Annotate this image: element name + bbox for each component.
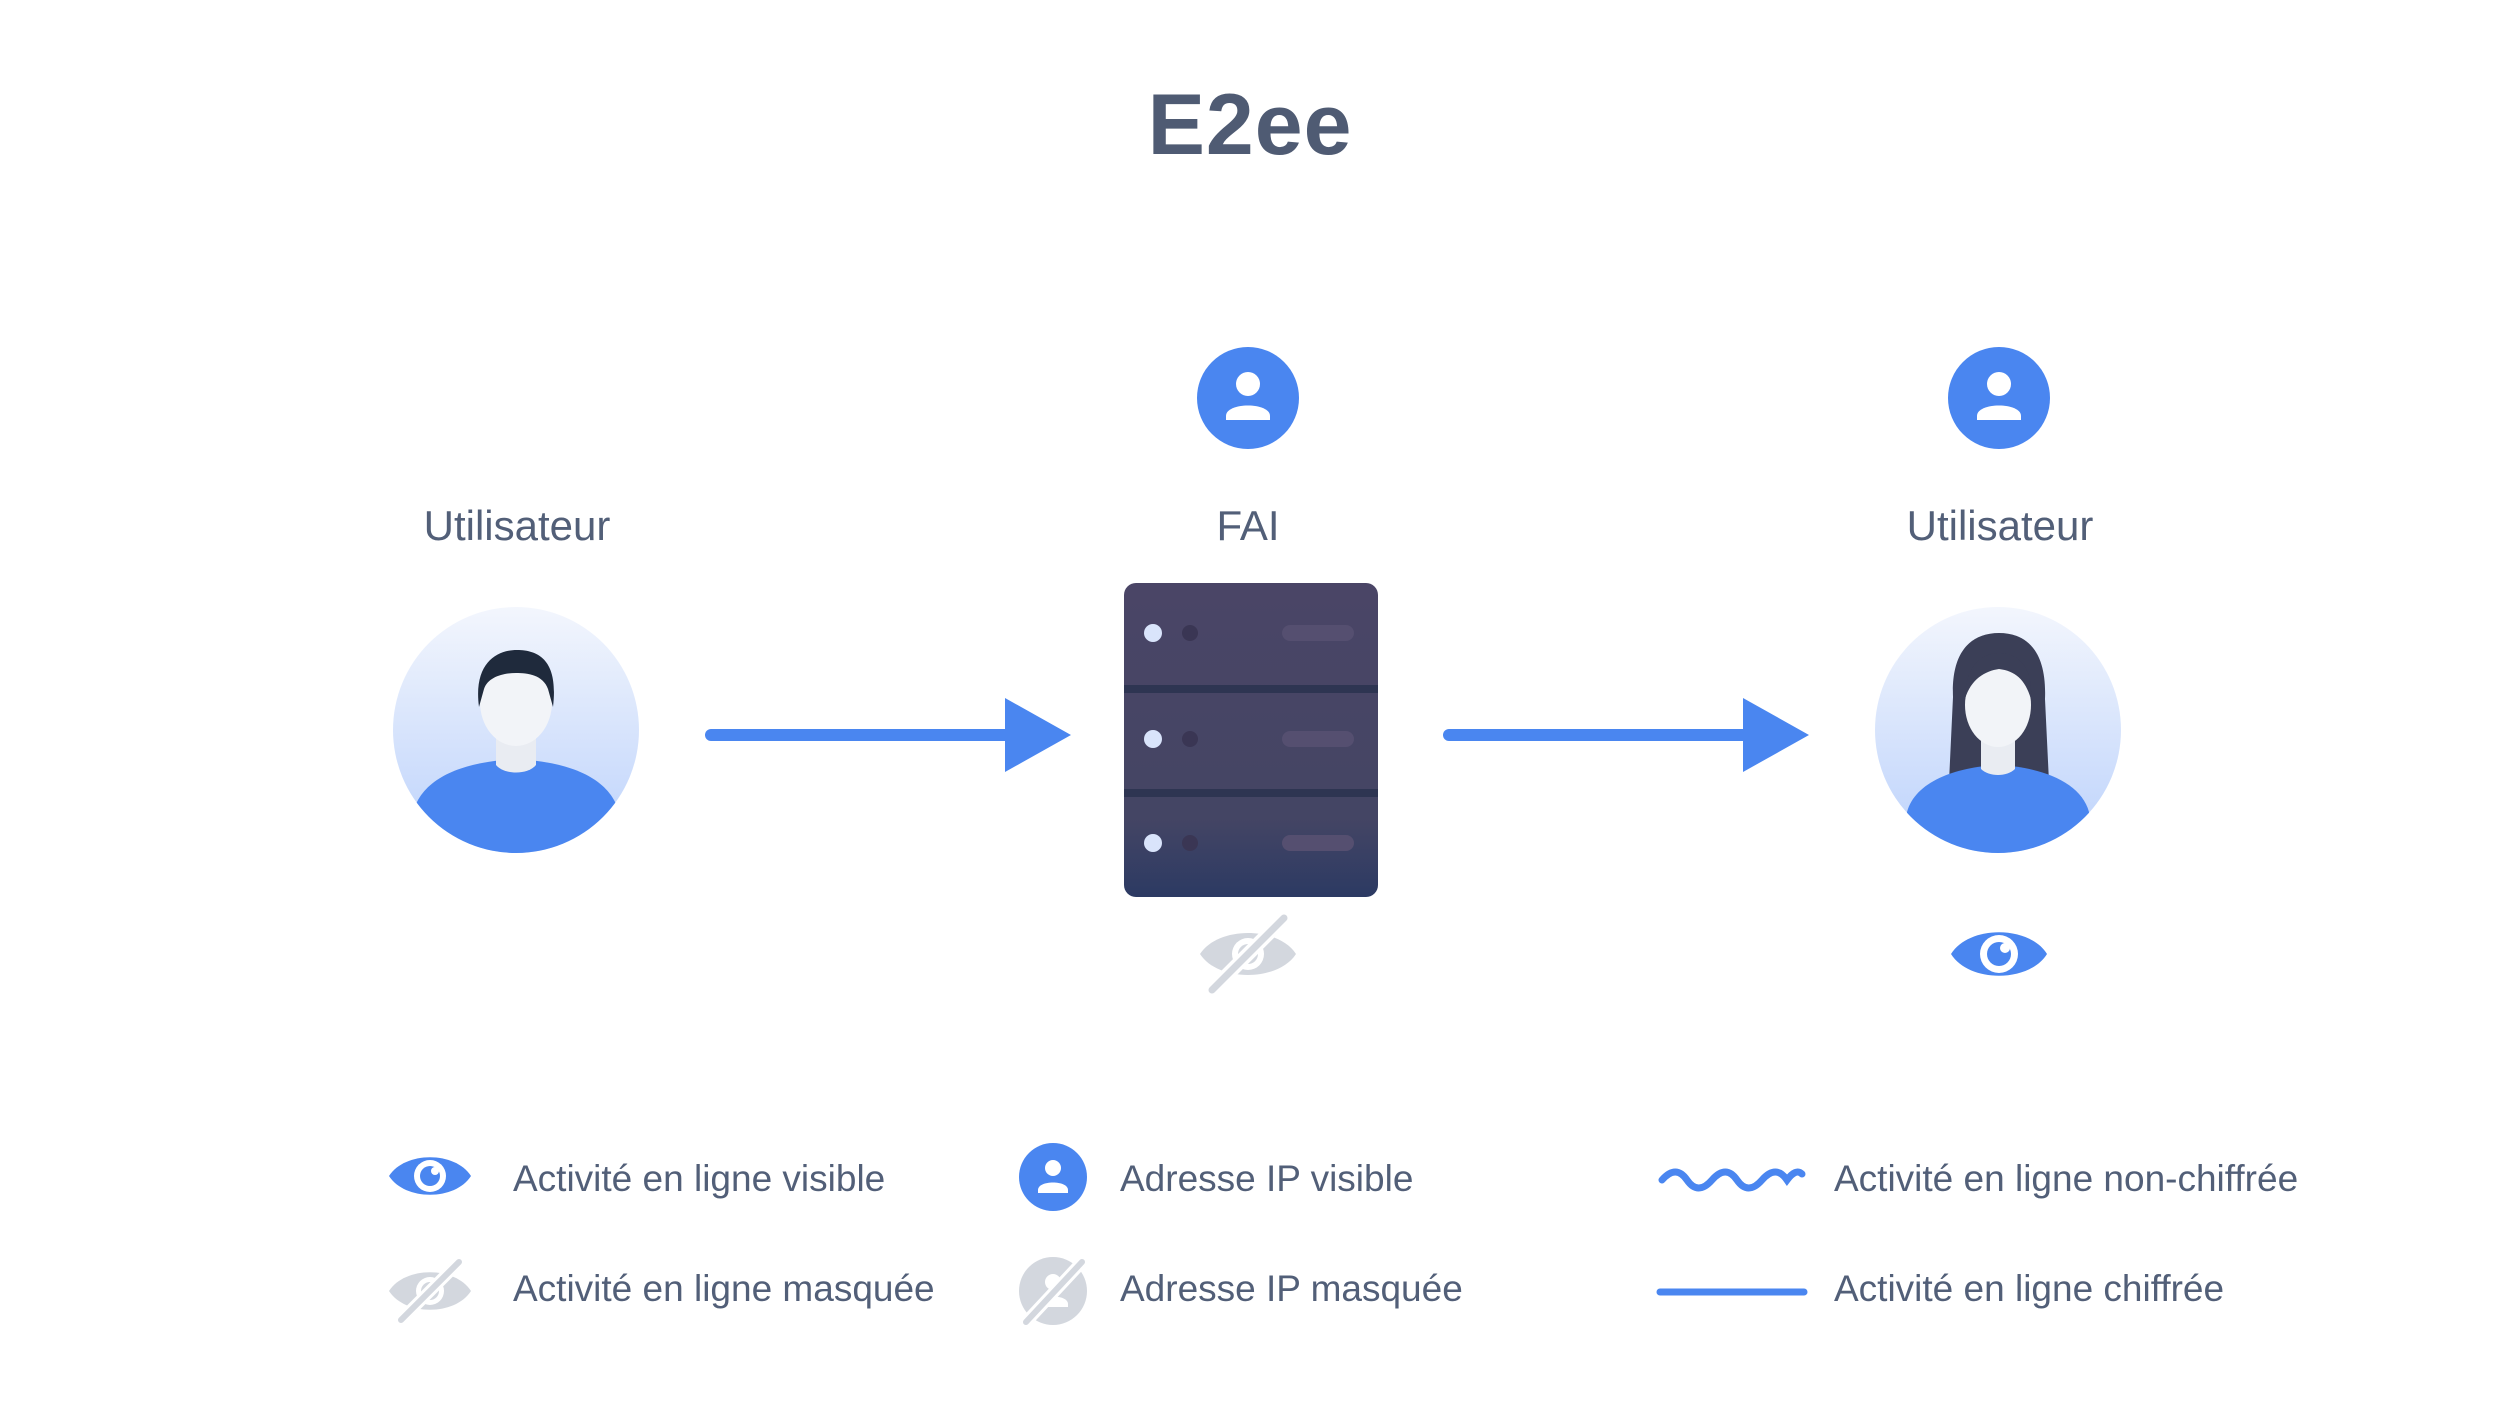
diagram-title: E2ee: [1147, 77, 1353, 173]
isp-label: FAI: [1216, 502, 1280, 549]
legend-ip-visible: Adresse IP visible: [1120, 1158, 1414, 1199]
right-user-label: Utilisateur: [1906, 502, 2094, 549]
arrow-user-to-isp: [705, 698, 1071, 772]
right-user-avatar: [1875, 607, 2121, 853]
right-user-activity-visible-icon: [1951, 932, 2047, 976]
isp-ip-visible-icon: [1197, 347, 1299, 449]
legend-ip-masked-icon: [1019, 1256, 1088, 1328]
legend-encrypted: Activité en ligne chiffrée: [1834, 1268, 2225, 1309]
legend-wavy-line-icon: [1658, 1168, 1806, 1192]
legend-ip-masked: Adresse IP masquée: [1120, 1268, 1463, 1309]
legend-eye-icon: [389, 1157, 471, 1195]
legend-ip-visible-icon: [1019, 1143, 1087, 1211]
right-user-ip-visible-icon: [1948, 347, 2050, 449]
legend-activity-masked: Activité en ligne masquée: [513, 1268, 935, 1309]
isp-activity-masked-icon: [1200, 912, 1296, 996]
left-user-avatar: [393, 607, 639, 853]
left-user-label: Utilisateur: [423, 502, 611, 549]
isp-server-icon: [1124, 583, 1378, 897]
legend-activity-visible: Activité en ligne visible: [513, 1158, 886, 1199]
legend-solid-line-icon: [1656, 1288, 1808, 1296]
legend-unencrypted: Activité en ligne non-chiffrée: [1834, 1158, 2299, 1199]
arrow-isp-to-user: [1443, 698, 1809, 772]
legend-eye-slash-icon: [389, 1256, 471, 1326]
